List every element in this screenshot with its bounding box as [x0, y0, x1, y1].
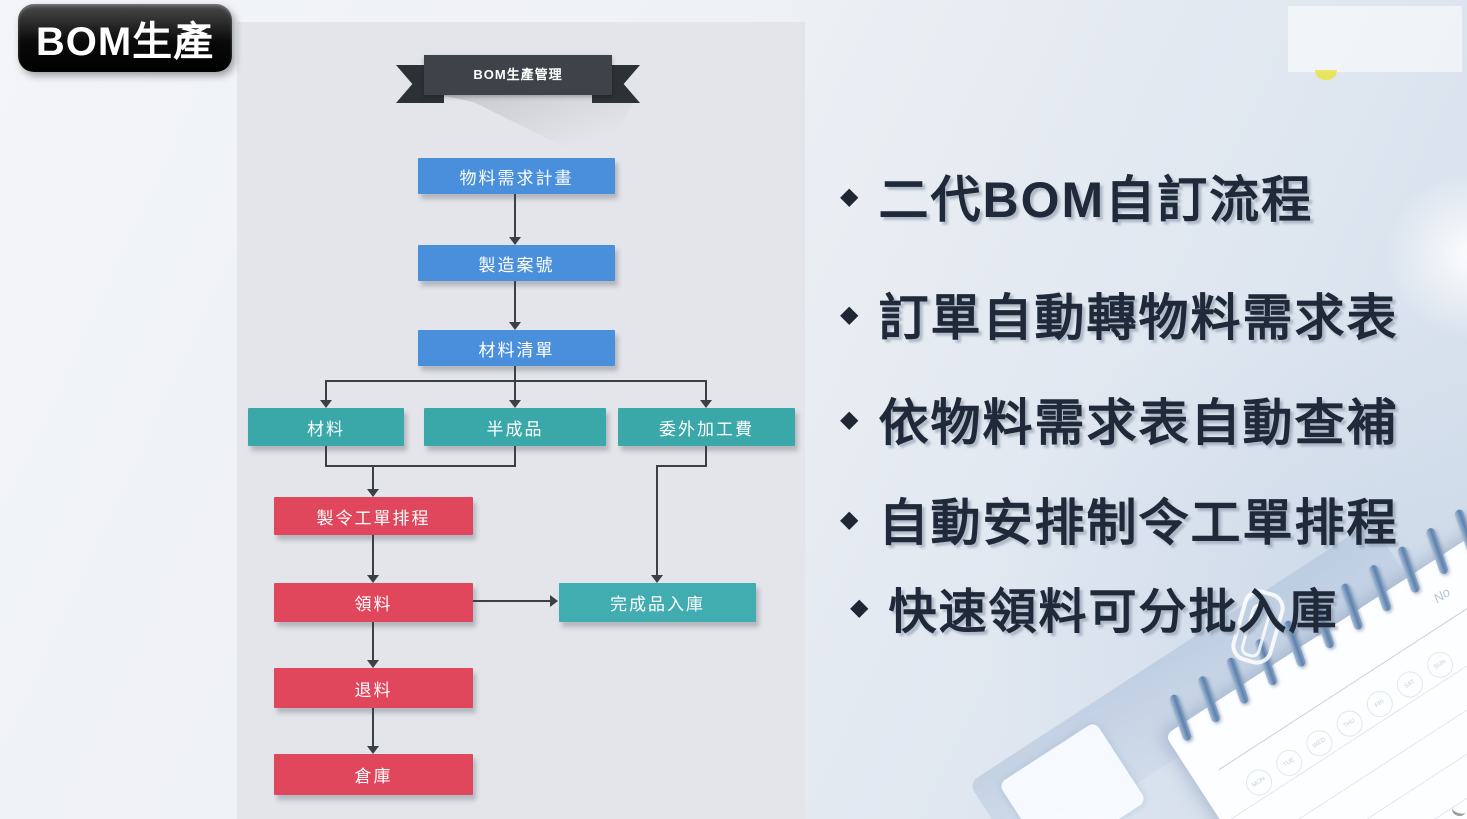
- flow-node-material: 材料: [248, 408, 404, 446]
- feature-item: ◆ 二代BOM自訂流程: [840, 160, 1313, 232]
- arrow-down-icon: [320, 400, 332, 408]
- flow-arrow-line: [372, 708, 374, 747]
- flow-arrow-line: [514, 380, 516, 401]
- feature-item: ◆ 訂單自動轉物料需求表: [840, 278, 1398, 350]
- flow-node-bom-list: 材料清單: [418, 330, 615, 366]
- flow-node-semi-finished: 半成品: [424, 408, 606, 446]
- feature-text: 二代BOM自訂流程: [878, 172, 1314, 228]
- feature-item: ◆ 依物料需求表自動查補: [840, 383, 1398, 455]
- arrow-down-icon: [367, 746, 379, 754]
- yellow-arc-decoration: [1315, 70, 1337, 80]
- flow-arrow-line: [325, 380, 327, 401]
- feature-item: ◆ 自動安排制令工單排程: [840, 483, 1398, 555]
- diamond-bullet-icon: ◆: [840, 300, 859, 328]
- feature-item: ◆ 快速領料可分批入庫: [850, 572, 1338, 642]
- feature-text: 快速領料可分批入庫: [888, 586, 1339, 639]
- flow-arrow-line: [514, 194, 516, 238]
- flowchart-panel: BOM生產管理 物料需求計畫 製造案號 材料清單 材料 半成品 委外加工費 製令…: [237, 22, 805, 819]
- flow-arrow-line: [372, 465, 374, 490]
- ribbon-shadow: [440, 95, 636, 167]
- flow-merge-line: [325, 446, 327, 467]
- diamond-bullet-icon: ◆: [850, 593, 869, 621]
- feature-text: 訂單自動轉物料需求表: [878, 290, 1399, 346]
- flow-merge-line: [514, 446, 516, 467]
- feature-text: 依物料需求表自動查補: [878, 395, 1399, 451]
- diamond-bullet-icon: ◆: [840, 182, 859, 210]
- notebook-no-label: No: [1430, 584, 1453, 606]
- flow-arrow-line: [656, 465, 658, 576]
- flow-arrow-line: [705, 380, 707, 401]
- arrow-down-icon: [367, 660, 379, 668]
- feature-text: 自動安排制令工單排程: [878, 495, 1399, 551]
- flow-branch-stem: [514, 366, 516, 381]
- flow-elbow-line: [656, 465, 707, 467]
- flow-node-material-requisition: 領料: [274, 583, 473, 622]
- slide-badge: BOM生產: [18, 4, 232, 72]
- flow-arrow-line: [473, 600, 551, 602]
- arrow-down-icon: [367, 575, 379, 583]
- flow-arrow-line: [514, 281, 516, 323]
- flow-elbow-line: [705, 446, 707, 467]
- flow-node-material-return: 退料: [274, 668, 473, 708]
- arrow-down-icon: [509, 400, 521, 408]
- arrow-down-icon: [651, 575, 663, 583]
- flowchart-title: BOM生產管理: [424, 55, 612, 95]
- flow-node-finished-goods-in: 完成品入庫: [559, 583, 756, 622]
- flow-node-mrp: 物料需求計畫: [418, 158, 615, 194]
- flow-node-work-order-scheduling: 製令工單排程: [274, 497, 473, 535]
- faint-rectangle-decoration: [1288, 6, 1462, 72]
- flow-node-warehouse: 倉庫: [274, 754, 473, 795]
- flow-node-outsourcing-fee: 委外加工費: [618, 408, 795, 446]
- flow-arrow-line: [372, 535, 374, 576]
- arrow-down-icon: [700, 400, 712, 408]
- flow-merge-line: [325, 465, 516, 467]
- diamond-bullet-icon: ◆: [840, 505, 859, 533]
- flow-arrow-line: [372, 622, 374, 661]
- flow-node-mfg-case: 製造案號: [418, 245, 615, 281]
- arrow-down-icon: [509, 322, 521, 330]
- ribbon-banner: BOM生產管理: [396, 55, 640, 167]
- diamond-bullet-icon: ◆: [840, 405, 859, 433]
- arrow-right-icon: [550, 595, 558, 607]
- flow-branch-line: [325, 380, 707, 382]
- arrow-down-icon: [509, 237, 521, 245]
- arrow-down-icon: [367, 489, 379, 497]
